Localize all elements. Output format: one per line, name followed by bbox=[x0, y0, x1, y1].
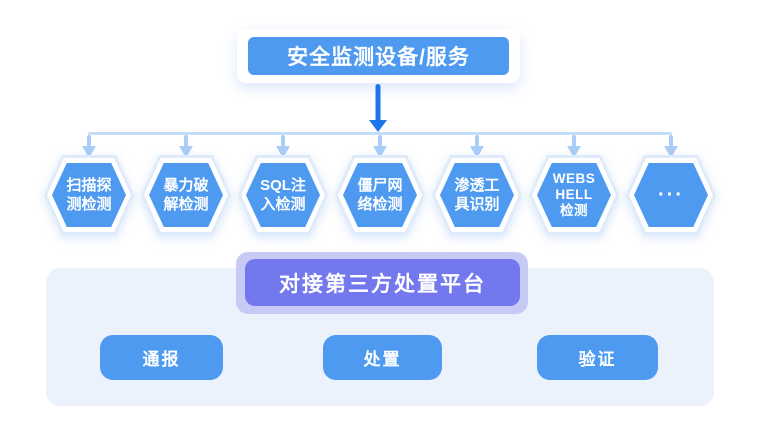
hexagon-label-line: WEBS bbox=[552, 171, 596, 186]
step-label: 验证 bbox=[578, 350, 617, 369]
detection-hexagon-botnet: 僵尸网 络检测 bbox=[335, 155, 425, 235]
hexagon-label-line: 络检测 bbox=[357, 196, 403, 213]
hexagon-label-line: SQL注 bbox=[260, 177, 306, 194]
main-down-arrow-icon bbox=[369, 84, 387, 132]
detection-hexagon-scan: 扫描探 测检测 bbox=[44, 155, 134, 235]
hexagon-label-line: 入检测 bbox=[260, 196, 306, 213]
hexagon-label-line: 僵尸网 bbox=[357, 177, 403, 194]
hexagon-label-line: 暴力破 bbox=[163, 177, 209, 194]
hexagon-body: ··· bbox=[634, 163, 708, 227]
hexagon-label-line: 检测 bbox=[560, 203, 588, 218]
step-box-dispose: 处置 bbox=[323, 335, 442, 380]
step-label: 处置 bbox=[363, 350, 402, 369]
hexagon-label-line: 具识别 bbox=[454, 196, 500, 213]
top-node-label: 安全监测设备/服务 bbox=[287, 46, 470, 69]
hexagon-label-line: 扫描探 bbox=[66, 177, 112, 194]
hexagon-label-line: 测检测 bbox=[66, 196, 112, 213]
hexagon-body: 扫描探 测检测 bbox=[52, 163, 126, 227]
top-node-box: 安全监测设备/服务 bbox=[248, 37, 509, 75]
platform-header: 对接第三方处置平台 bbox=[245, 259, 520, 306]
hexagon-body: 暴力破 解检测 bbox=[149, 163, 223, 227]
hexagon-label-line: HELL bbox=[555, 187, 593, 202]
hexagon-body: 渗透工 具识别 bbox=[440, 163, 514, 227]
step-label: 通报 bbox=[142, 350, 181, 369]
detection-hexagon-more: ··· bbox=[626, 155, 716, 235]
detection-hexagon-pentest-tool: 渗透工 具识别 bbox=[432, 155, 522, 235]
detection-hexagon-sql-injection: SQL注 入检测 bbox=[238, 155, 328, 235]
top-node-card: 安全监测设备/服务 bbox=[237, 29, 520, 83]
detection-hexagon-bruteforce: 暴力破 解检测 bbox=[141, 155, 231, 235]
platform-header-label: 对接第三方处置平台 bbox=[279, 272, 486, 296]
branch-connector-line bbox=[88, 132, 672, 135]
hexagon-label-line: 渗透工 bbox=[454, 177, 500, 194]
hexagon-label-line: 解检测 bbox=[163, 196, 209, 213]
ellipsis-icon: ··· bbox=[658, 184, 684, 206]
hexagon-body: SQL注 入检测 bbox=[246, 163, 320, 227]
step-box-notify: 通报 bbox=[100, 335, 223, 380]
hexagon-body: WEBS HELL 检测 bbox=[537, 163, 611, 227]
step-box-verify: 验证 bbox=[537, 335, 658, 380]
detection-hexagon-webshell: WEBS HELL 检测 bbox=[529, 155, 619, 235]
hexagon-body: 僵尸网 络检测 bbox=[343, 163, 417, 227]
